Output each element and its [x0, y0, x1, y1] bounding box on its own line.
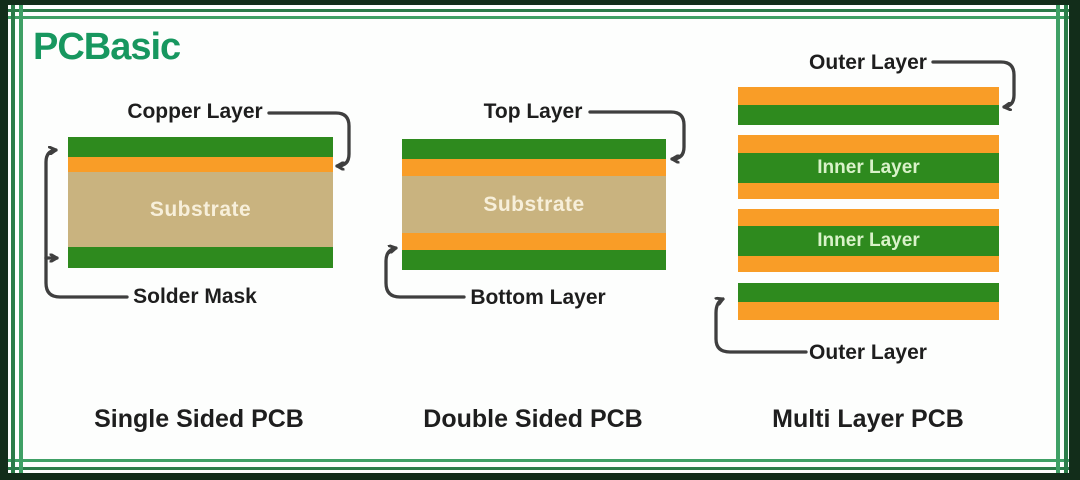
solder-mask-band — [68, 247, 333, 268]
double-sided-board: Substrate — [402, 139, 666, 270]
outer-layer-band — [738, 283, 999, 302]
copper-layer-callout: Copper Layer — [127, 100, 263, 123]
substrate-label: Substrate — [149, 197, 252, 221]
frame-line — [1056, 5, 1060, 473]
frame-line — [8, 16, 1069, 19]
single-sided-board: Substrate — [68, 137, 333, 268]
frame-line — [11, 5, 15, 473]
inner-layer-label: Inner Layer — [817, 157, 920, 178]
copper-layer-band — [738, 135, 999, 153]
caption-double-sided-pcb: Double Sided PCB — [423, 405, 643, 433]
frame-line — [8, 467, 1069, 470]
inner-layer-label: Inner Layer — [817, 230, 920, 251]
copper-layer-band — [738, 87, 999, 105]
frame-band-right — [1069, 0, 1080, 480]
outer-layer-top-callout: Outer Layer — [809, 51, 927, 74]
substrate-band: Substrate — [402, 176, 666, 233]
copper-layer-band — [402, 159, 666, 176]
multi-layer-group-bottom — [738, 283, 999, 320]
frame-band-left — [0, 0, 8, 480]
multi-layer-group-inner-2: Inner Layer — [738, 209, 999, 272]
inner-layer-band: Inner Layer — [738, 226, 999, 256]
outer-layer-band — [738, 105, 999, 125]
inner-layer-band: Inner Layer — [738, 153, 999, 183]
frame-line — [8, 459, 1069, 462]
bottom-layer-callout: Bottom Layer — [470, 286, 606, 309]
solder-mask-band — [402, 250, 666, 270]
solder-mask-band — [68, 137, 333, 157]
frame-line — [1064, 5, 1068, 473]
solder-mask-band — [402, 139, 666, 159]
substrate-label: Substrate — [483, 192, 585, 216]
frame-line — [19, 5, 23, 473]
copper-layer-band — [402, 233, 666, 250]
multi-layer-group-inner-1: Inner Layer — [738, 135, 999, 199]
frame-band-top — [0, 0, 1080, 5]
substrate-band: Substrate — [68, 172, 333, 247]
copper-layer-band — [738, 256, 999, 272]
solder-mask-callout: Solder Mask — [133, 285, 257, 308]
frame-line — [8, 9, 1069, 12]
caption-multi-layer-pcb: Multi Layer PCB — [772, 405, 964, 433]
copper-layer-band — [738, 302, 999, 320]
caption-single-sided-pcb: Single Sided PCB — [94, 405, 304, 433]
copper-layer-band — [738, 209, 999, 226]
copper-layer-band — [68, 157, 333, 172]
frame-band-bottom — [0, 473, 1080, 480]
outer-layer-bottom-callout: Outer Layer — [809, 341, 927, 364]
top-layer-callout: Top Layer — [483, 100, 583, 123]
pcbasic-logo: PCBasic — [33, 26, 181, 68]
multi-layer-group-top — [738, 87, 999, 125]
copper-layer-band — [738, 183, 999, 199]
